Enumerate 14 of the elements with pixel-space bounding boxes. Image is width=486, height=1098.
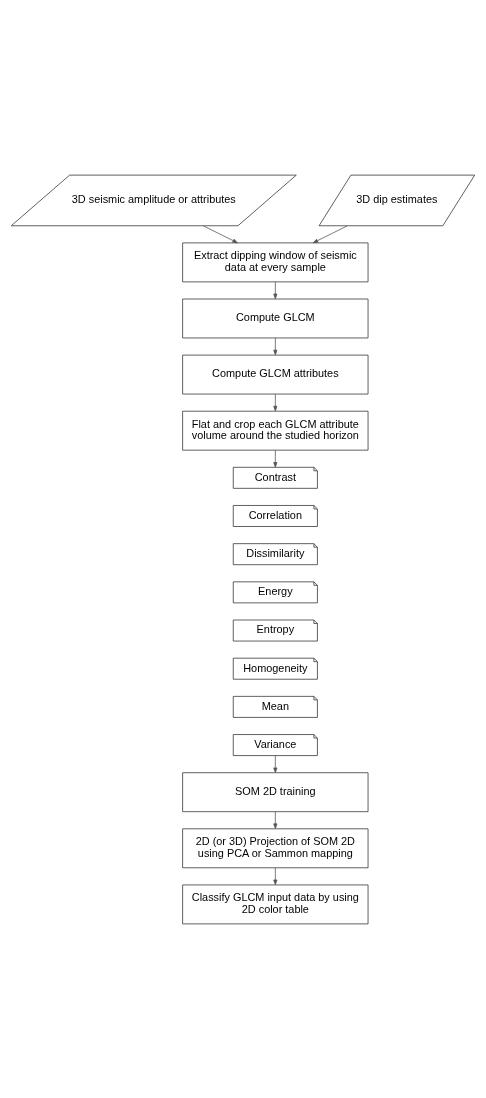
node-box: Compute GLCM attributes [182,354,369,394]
arrow [273,393,278,411]
arrow [273,866,278,885]
node-box: Flat and crop each GLCM attribute volume around the studied horizon [182,410,369,451]
node-box: SOM 2D training [182,771,369,812]
arrow [273,281,278,299]
arrow [273,810,278,829]
node-box: Classify GLCM input data by using 2D color table [182,884,369,924]
arrow [273,337,278,355]
arrow [273,754,278,773]
node-box: Compute GLCM [182,298,369,338]
node-box: Extract dipping window of seismic data at every sample [182,242,369,282]
node-box: 2D (or 3D) Projection of SOM 2D using PCA or Sammon mapping [182,827,369,868]
arrow [273,449,278,467]
